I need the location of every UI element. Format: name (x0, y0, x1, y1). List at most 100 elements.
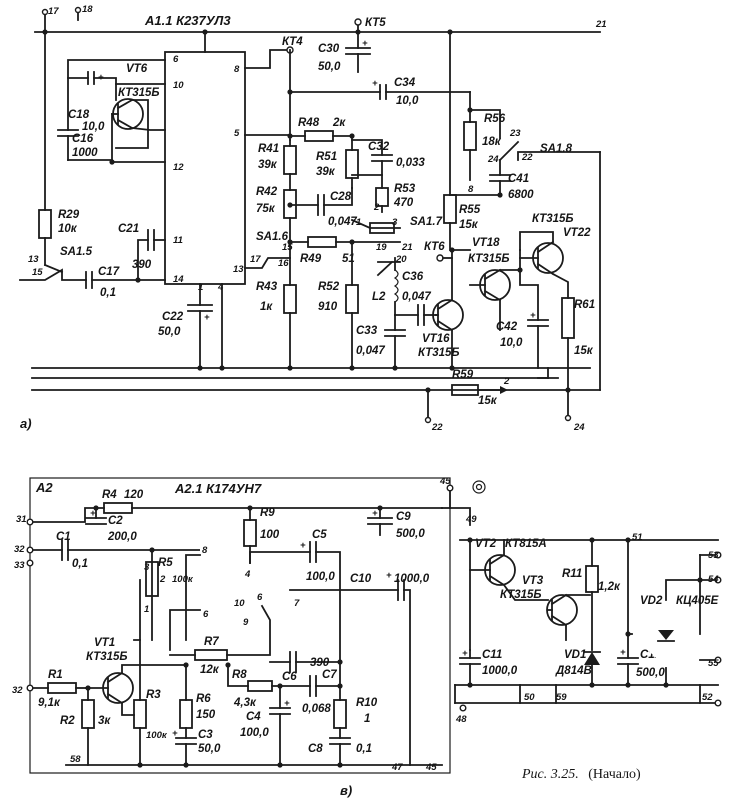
r7-value: 12к (200, 664, 220, 676)
vt18-label: VT18 (472, 237, 500, 249)
vt22-type: КТ315Б (532, 213, 574, 225)
c12-value: 500,0 (636, 667, 665, 679)
r48-value: 2к (332, 117, 346, 129)
op-pin-3: 3 (144, 562, 150, 573)
op-pin-7: 7 (294, 598, 300, 609)
r11-value: 1,2к (598, 581, 621, 593)
pin-32-b: 32 (12, 685, 23, 696)
c34-label: C34 (394, 77, 416, 89)
c5-value: 100,0 (306, 571, 335, 583)
svg-text:+: + (300, 540, 306, 551)
pin-59: 59 (556, 692, 567, 703)
op-pin-8: 8 (202, 545, 208, 556)
sa18-pin-22: 22 (521, 152, 533, 163)
r1-label: R1 (48, 669, 63, 681)
power-supply: 49 VT2 КТ815А 51 53 54 VT3 КТ315Б R11 1,… (449, 507, 722, 725)
block-a2-label: А2 (35, 480, 53, 495)
sa17-label: SA1.7 (410, 216, 443, 228)
r48-label: R48 (298, 117, 320, 129)
sa16-pin-15: 15 (282, 242, 293, 253)
c1-label: C1 (56, 531, 71, 543)
terminal-22: 22 (431, 422, 443, 433)
pin-11: 11 (173, 235, 183, 246)
kt6-label: КТ6 (424, 241, 445, 253)
vt3-type: КТ315Б (500, 589, 542, 601)
c33-value: 0,047 (356, 345, 385, 357)
pin-52: 52 (702, 692, 713, 703)
vt3-label: VT3 (522, 575, 544, 587)
pin-47: 47 (391, 762, 403, 773)
op-pin-6b: 6 (257, 592, 263, 603)
r55-value: 15к (459, 219, 479, 231)
sa18-label: SA1.8 (540, 143, 573, 155)
r7-label: R7 (204, 636, 219, 648)
c16-value: 1000 (72, 147, 98, 159)
c10-value: 1000,0 (394, 573, 430, 585)
c36-label: C36 (402, 271, 424, 283)
r51-value: 39к (316, 166, 336, 178)
c18-value: 10,0 (82, 121, 105, 133)
sa18-pin-8: 8 (468, 184, 474, 195)
c9-label: C9 (396, 511, 411, 523)
sa16-pin-17: 17 (250, 254, 261, 265)
r10-value: 1 (364, 713, 370, 725)
caption-suffix: (Начало) (588, 767, 641, 782)
c28-value: 0,047 (328, 216, 357, 228)
r2-label: R2 (60, 715, 75, 727)
r29-value: 10к (58, 223, 78, 235)
pin-32: 32 (14, 544, 25, 555)
pin-14: 14 (173, 274, 184, 285)
pin-45-top: 45 (439, 476, 451, 487)
svg-text:+: + (462, 648, 468, 659)
svg-text:+: + (90, 508, 96, 519)
pin-55: 55 (708, 658, 719, 669)
terminal-24: 24 (573, 422, 585, 433)
r5-value: 100к (172, 574, 194, 585)
c10-label: C10 (350, 573, 372, 585)
pin-33: 33 (14, 560, 25, 571)
c41-value: 6800 (508, 189, 534, 201)
pin-48: 48 (455, 714, 467, 725)
vd2-type: КЦ405Е (676, 595, 719, 607)
c16-label: C16 (72, 133, 94, 145)
c21-label: C21 (118, 223, 139, 235)
r3-label: R3 (146, 689, 161, 701)
r51-label: R51 (316, 151, 337, 163)
r56-label: R56 (484, 113, 506, 125)
r5-label: R5 (158, 557, 173, 569)
line-21: 21 (595, 19, 607, 30)
r43-value: 1к (260, 301, 273, 313)
vt6-type: КТ315Б (118, 87, 160, 99)
c3-label: C3 (198, 729, 213, 741)
c21-value: 390 (132, 259, 152, 271)
vt22-label: VT22 (563, 227, 591, 239)
part-a-label: а) (20, 416, 32, 431)
l2-label: L2 (372, 291, 386, 303)
r52-label: R52 (318, 281, 340, 293)
c8-label: C8 (308, 743, 323, 755)
c6-value: 390 (310, 657, 330, 669)
r56-value: 18к (482, 136, 502, 148)
c7-label: C7 (322, 669, 337, 681)
r4-label: R4 (102, 489, 117, 501)
c7-value: 0,068 (302, 703, 331, 715)
chip-a2-label: А2.1 К174УН7 (174, 481, 262, 496)
svg-text:+: + (530, 310, 536, 321)
pin-5: 5 (234, 128, 240, 139)
c2-value: 200,0 (107, 531, 137, 543)
r41-value: 39к (258, 159, 278, 171)
c36-value: 0,047 (402, 291, 431, 303)
c22-label: C22 (162, 311, 184, 323)
svg-text:+: + (362, 38, 368, 49)
r10-label: R10 (356, 697, 378, 709)
svg-text:+: + (204, 312, 210, 323)
part-a: 17 18 21 А1.1 К237УЛ3 6 10 12 11 14 8 5 … (19, 4, 607, 433)
sw15-pin-15: 15 (32, 267, 43, 278)
svg-text:+: + (620, 647, 626, 658)
c32-label: C32 (368, 141, 390, 153)
pin-8: 8 (234, 64, 240, 75)
figure-caption: Рис. 3.25. (Начало) (521, 767, 641, 782)
c11-label: C11 (482, 649, 502, 661)
c42-value: 10,0 (500, 337, 523, 349)
